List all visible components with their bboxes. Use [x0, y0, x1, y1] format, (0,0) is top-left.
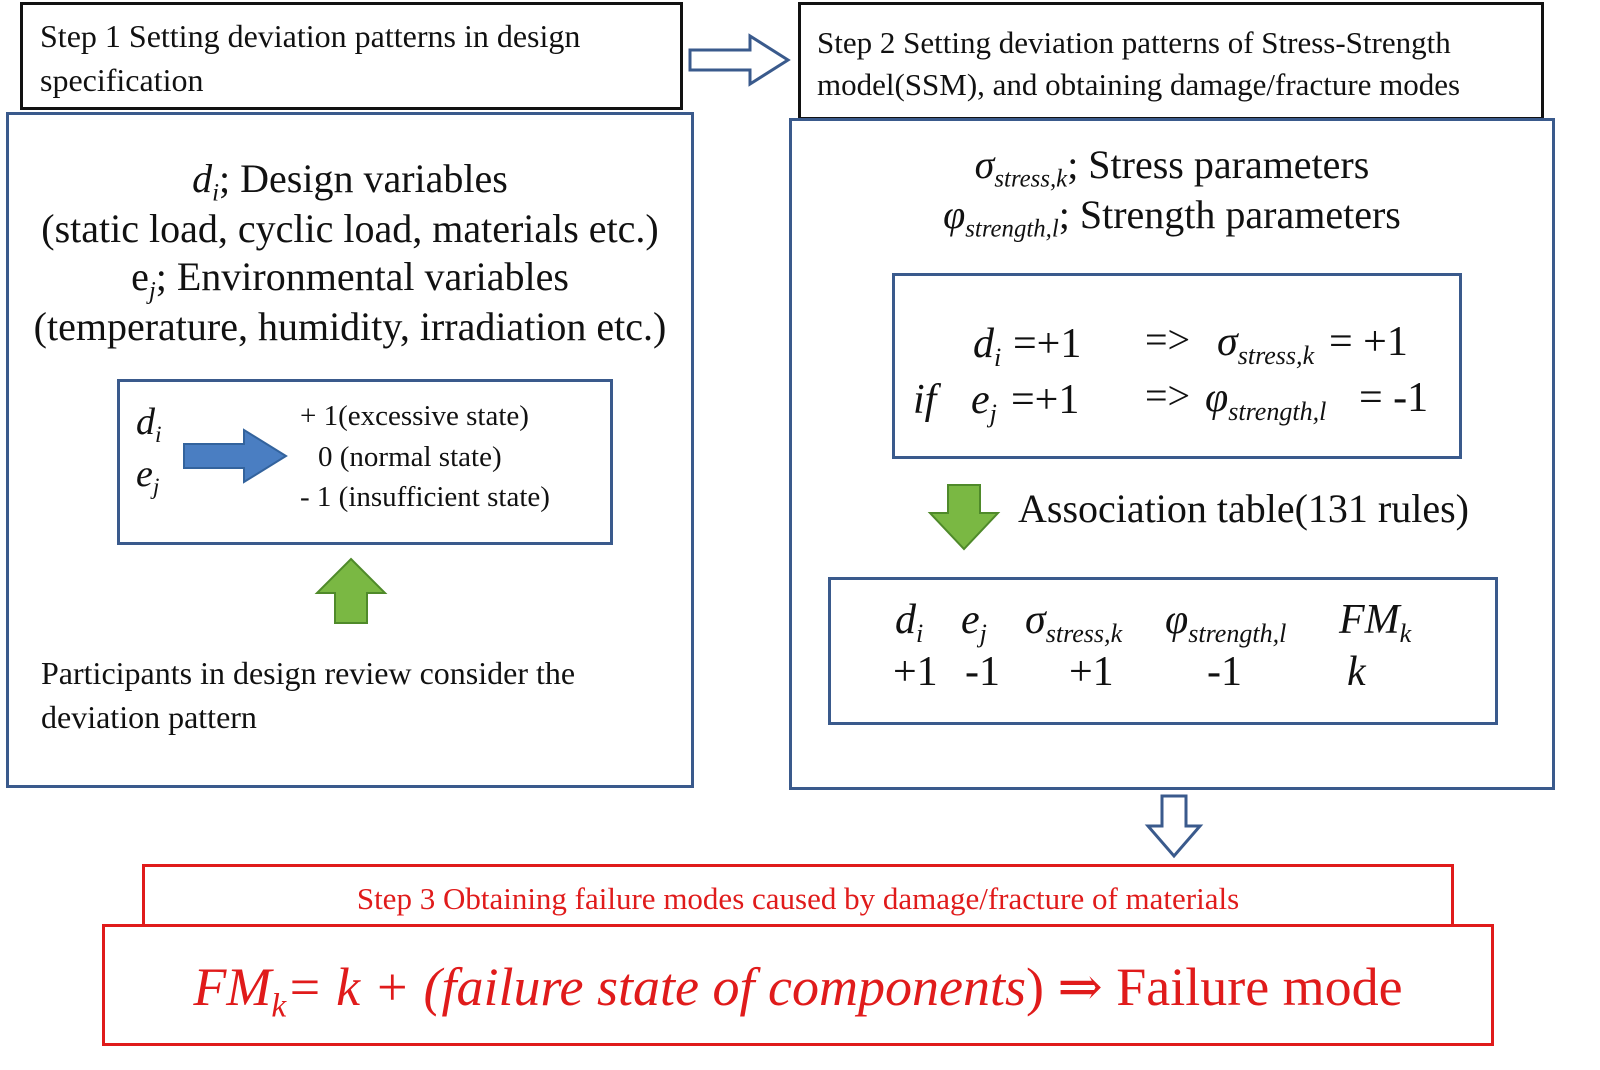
step2-title-line1: Step 2 Setting deviation patterns of Str…	[817, 25, 1451, 60]
d-symbol: d	[192, 156, 213, 201]
table-header-d: di	[895, 597, 924, 649]
blue-right-arrow-icon	[183, 428, 288, 484]
rule-sigma: σstress,k	[1217, 319, 1315, 371]
rule-sigma-value: = +1	[1329, 319, 1408, 365]
d-subscript: i	[212, 179, 220, 207]
stress-params-line: σstress,k; Stress parameters	[792, 141, 1552, 194]
rule-phi-value: = -1	[1359, 375, 1429, 421]
formula-failure-state: failure state of components	[441, 957, 1026, 1017]
table-header-phi: φstrength,l	[1165, 597, 1287, 649]
formula-fm: FM	[193, 957, 272, 1017]
step2-body: σstress,k; Stress parameters φstrength,l…	[789, 118, 1555, 790]
state-normal: 0 (normal state)	[318, 441, 502, 473]
step1-title-line2: specification	[40, 62, 204, 98]
formula-fm-subscript: k	[271, 987, 287, 1025]
states-e-symbol: ej	[136, 453, 160, 501]
sigma-subscript: stress,k	[994, 165, 1068, 193]
table-cell-fm: k	[1347, 649, 1366, 695]
rule-box: =+1 di =+1 if ej =+1 => σstress,k = +1 =…	[892, 273, 1462, 459]
rule-phi: φstrength,l	[1205, 375, 1327, 427]
env-vars-detail: (temperature, humidity, irradiation etc.…	[33, 304, 667, 349]
rule-implies-1: =>	[1145, 317, 1191, 362]
table-header-e: ej	[961, 597, 987, 649]
formula-close-paren: )	[1025, 957, 1044, 1017]
step3-formula-box: FMk= k + (failure state of components) ⇒…	[102, 924, 1494, 1046]
step1-header: Step 1 Setting deviation patterns in des…	[20, 2, 683, 110]
rule-e-symbol: ej	[971, 377, 997, 429]
phi-subscript: strength,l	[965, 215, 1059, 243]
table-cell-phi: -1	[1207, 649, 1242, 695]
sigma-symbol: σ	[974, 142, 995, 187]
state-excessive: + 1(excessive state)	[300, 400, 529, 432]
table-cell-e: -1	[965, 649, 1000, 695]
rule-e-value: =+1	[1011, 377, 1080, 423]
env-vars-label: ; Environmental variables	[155, 254, 569, 299]
failure-mode-formula: FMk= k + (failure state of components) ⇒…	[105, 955, 1491, 1026]
step1-to-step2-arrow-icon	[688, 33, 791, 87]
states-d-symbol: di	[136, 401, 162, 449]
step2-header: Step 2 Setting deviation patterns of Str…	[798, 2, 1544, 120]
strength-params-label: ; Strength parameters	[1058, 192, 1401, 237]
e-subscript: j	[148, 277, 156, 305]
table-cell-d: +1	[893, 649, 938, 695]
env-vars-line: ej; Environmental variables	[9, 253, 691, 306]
table-header-fm: FMk	[1339, 597, 1412, 649]
stress-params-label: ; Stress parameters	[1067, 142, 1370, 187]
review-line2: deviation pattern	[41, 699, 257, 735]
phi-symbol: φ	[943, 192, 966, 237]
step2-title-line2: model(SSM), and obtaining damage/fractur…	[817, 67, 1461, 102]
formula-implies-icon: ⇒	[1057, 957, 1103, 1017]
design-vars-label: ; Design variables	[219, 156, 508, 201]
rule-d-value: =+1	[1013, 321, 1082, 367]
step1-body: di; Design variables (static load, cycli…	[6, 112, 694, 788]
rule-if-keyword: if	[913, 377, 937, 423]
green-up-arrow-icon	[314, 557, 388, 624]
e-symbol: e	[131, 254, 149, 299]
design-vars-line: di; Design variables	[9, 155, 691, 208]
step3-header: Step 3 Obtaining failure modes caused by…	[142, 864, 1454, 930]
green-down-arrow-icon	[927, 484, 1001, 551]
step2-to-step3-arrow-icon	[1144, 794, 1204, 859]
formula-result: Failure mode	[1116, 957, 1403, 1017]
step3-title: Step 3 Obtaining failure modes caused by…	[356, 881, 1240, 916]
formula-equals-k: = k + (	[286, 957, 442, 1017]
review-line1: Participants in design review consider t…	[41, 655, 576, 691]
table-cell-sigma: +1	[1069, 649, 1114, 695]
design-vars-detail: (static load, cyclic load, materials etc…	[41, 206, 659, 251]
strength-params-line: φstrength,l; Strength parameters	[792, 191, 1552, 244]
association-table-box: di ej σstress,k φstrength,l FMk +1 -1 +1…	[828, 577, 1498, 725]
state-insufficient: - 1 (insufficient state)	[300, 481, 550, 513]
table-header-sigma: σstress,k	[1025, 597, 1123, 649]
rule-d-symbol: =+1 di	[973, 321, 1002, 373]
association-table-label: Association table(131 rules)	[1018, 486, 1469, 531]
step1-title-line1: Step 1 Setting deviation patterns in des…	[40, 18, 581, 54]
deviation-states-box: di ej + 1(excessive state) 0 (normal sta…	[117, 379, 613, 545]
rule-implies-2: =>	[1145, 373, 1191, 418]
